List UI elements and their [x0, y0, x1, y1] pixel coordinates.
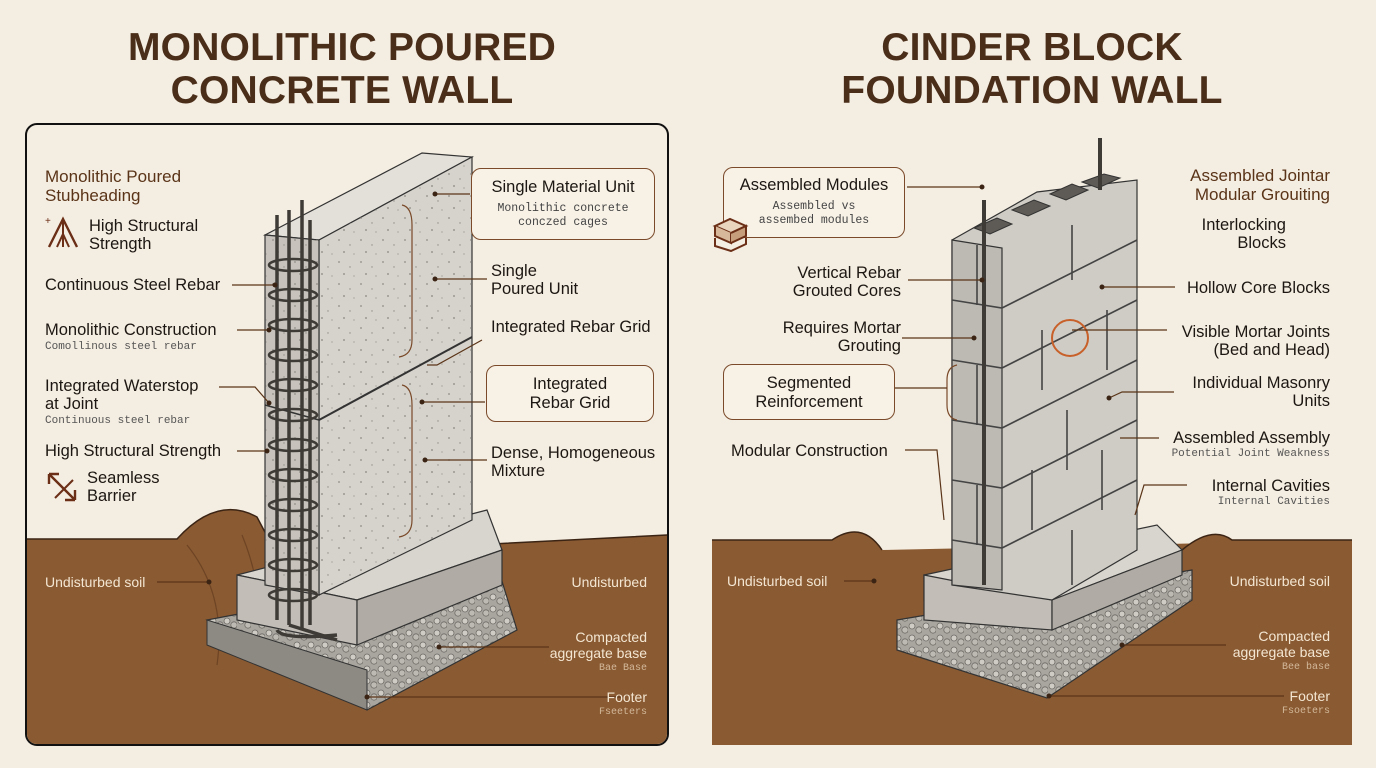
integrated-grid-box-line2: Rebar Grid — [529, 394, 611, 412]
soil-mass-left — [712, 532, 882, 745]
mortar-joint-highlight — [1051, 319, 1089, 357]
interlocking-label: Interlocking Blocks — [1202, 216, 1286, 252]
high-strength-top-label: High Structural Strength — [89, 217, 198, 253]
compacted-line2: aggregate base — [549, 645, 647, 661]
integrated-grid-box-line1: Integrated — [532, 375, 608, 393]
cinder-block-panel: Assembled Modules Assembled vs assembed … — [712, 130, 1352, 745]
footer-sub-label: Fsoeters — [1281, 706, 1330, 717]
modular-construction-label: Modular Construction — [731, 442, 888, 460]
internal-cavities-sub: Internal Cavities — [1217, 496, 1330, 508]
compacted-line2: aggregate base — [1232, 644, 1330, 660]
footer-label: Footer — [606, 689, 647, 705]
right-subheading: Assembled Jointar Modular Grouiting — [1190, 166, 1330, 204]
assembled-modules-sub-line2: assembed modules — [758, 214, 870, 227]
right-subheading-line1: Assembled Jointar — [1190, 166, 1330, 185]
svg-text:+: + — [45, 216, 51, 227]
segmented-line2: Reinforcement — [755, 393, 863, 411]
vertical-rebar-line2: Grouted Cores — [792, 282, 901, 300]
block-wall-illustration — [712, 138, 1352, 745]
rebar-cage — [275, 200, 338, 642]
vertical-rebar — [982, 138, 1102, 585]
left-title: MONOLITHIC POURED CONCRETE WALL — [30, 26, 654, 112]
waterstop-line2: at Joint — [45, 395, 99, 413]
right-title: CINDER BLOCK FOUNDATION WALL — [712, 26, 1352, 112]
base-sub-label: Bae Base — [598, 663, 647, 674]
vertical-rebar-label: Vertical Rebar Grouted Cores — [793, 264, 901, 300]
left-title-line2: CONCRETE WALL — [170, 69, 514, 112]
dense-line2: Mixture — [491, 462, 546, 480]
base-sub-label: Bee base — [1281, 662, 1330, 673]
monolithic-construction-sub: Comollinous steel rebar — [45, 341, 197, 353]
assembled-assembly-label: Assembled Assembly — [1173, 429, 1330, 447]
single-material-title: Single Material Unit — [491, 178, 635, 196]
left-subheading: Monolithic Poured Stubheading — [45, 167, 181, 205]
compacted-line1: Compacted — [575, 629, 647, 645]
masonry-units-label: Individual Masonry Units — [1192, 374, 1330, 410]
requires-mortar-line1: Requires Mortar — [782, 319, 901, 337]
left-subheading-line1: Monolithic Poured — [45, 167, 182, 186]
single-material-sub-line1: Monolithic concrete — [497, 202, 629, 215]
arrow-up-strength-icon: + — [45, 216, 79, 248]
continuous-rebar-label: Continuous Steel Rebar — [45, 276, 221, 294]
assembled-modules-box: Assembled Modules Assembled vs assembed … — [723, 167, 905, 238]
integrated-grid-label: Integrated Rebar Grid — [491, 318, 651, 336]
mortar-joints — [951, 225, 1138, 585]
integrated-grid-box: Integrated Rebar Grid — [486, 365, 654, 422]
single-material-box: Single Material Unit Monolithic concrete… — [471, 168, 655, 240]
leader-lines — [844, 186, 1284, 697]
right-title-line2: FOUNDATION WALL — [841, 69, 1223, 112]
interlocking-line2: Blocks — [1237, 234, 1286, 252]
internal-cavities-label: Internal Cavities — [1211, 477, 1330, 495]
requires-mortar-line2: Grouting — [837, 337, 901, 355]
dense-line1: Dense, Homogeneous — [491, 444, 656, 462]
interlocking-line1: Interlocking — [1201, 216, 1286, 234]
waterstop-line1: Integrated Waterstop — [45, 377, 199, 395]
segmented-box: Segmented Reinforcement — [723, 364, 895, 420]
undisturbed-soil-left-label: Undisturbed soil — [727, 573, 828, 589]
mortar-joints-line1: Visible Mortar Joints — [1181, 323, 1330, 341]
high-strength-top-line1: High Structural — [89, 217, 199, 235]
poured-concrete-panel: Monolithic Poured Stubheading + High Str… — [25, 123, 669, 746]
seamless-line1: Seamless — [87, 469, 160, 487]
assembled-modules-sub-line1: Assembled vs — [772, 200, 856, 213]
waterstop-sub: Continuous steel rebar — [45, 415, 191, 427]
left-subheading-line2: Stubheading — [45, 186, 141, 205]
footer-label: Footer — [1289, 688, 1330, 704]
high-strength-top-line2: Strength — [89, 235, 152, 253]
right-subheading-line2: Modular Grouiting — [1194, 185, 1330, 204]
leader-lines — [157, 193, 622, 698]
high-strength-label: High Structural Strength — [45, 442, 222, 460]
undisturbed-soil-right-label: Undisturbed soil — [1229, 573, 1330, 589]
poured-wall-illustration — [27, 152, 667, 744]
mortar-joints-label: Visible Mortar Joints (Bed and Head) — [1182, 323, 1330, 359]
dense-mixture-label: Dense, Homogeneous Mixture — [491, 444, 655, 480]
footer-sub-label: Fsееters — [598, 707, 647, 718]
vertical-rebar-line1: Vertical Rebar — [797, 264, 901, 282]
seamless-barrier-label: Seamless Barrier — [87, 469, 159, 505]
mortar-joints-line2: (Bed and Head) — [1213, 341, 1331, 359]
masonry-line1: Individual Masonry — [1192, 374, 1330, 392]
undisturbed-soil-label: Undisturbed soil — [45, 574, 146, 590]
segmented-line1: Segmented — [766, 374, 852, 392]
monolithic-construction-label: Monolithic Construction — [45, 321, 217, 339]
single-poured-line2: Poured Unit — [491, 280, 579, 298]
masonry-line2: Units — [1292, 392, 1330, 410]
right-title-line1: CINDER BLOCK — [881, 26, 1183, 69]
requires-mortar-label: Requires Mortar Grouting — [783, 319, 901, 355]
compacted-line1: Compacted — [1258, 628, 1330, 644]
waterstop-label: Integrated Waterstop at Joint — [45, 377, 198, 413]
interlocking-blocks-icon — [712, 217, 749, 252]
hollow-core-label: Hollow Core Blocks — [1186, 279, 1330, 297]
undisturbed-label: Undisturbed — [571, 574, 648, 590]
single-poured-label: Single Poured Unit — [491, 262, 578, 298]
joint-weakness-label: Potential Joint Weakness — [1171, 448, 1330, 460]
compacted-base-label: Compacted aggregate base — [1233, 628, 1330, 660]
single-poured-line1: Single — [491, 262, 537, 280]
single-material-sub-line2: conczed cages — [518, 216, 608, 229]
compacted-base-label: Compacted aggregate base — [550, 629, 647, 661]
seamless-arrows-icon — [47, 472, 77, 502]
left-title-line1: MONOLITHIC POURED — [127, 26, 557, 69]
seamless-line2: Barrier — [87, 487, 137, 505]
assembled-modules-title: Assembled Modules — [739, 176, 889, 194]
